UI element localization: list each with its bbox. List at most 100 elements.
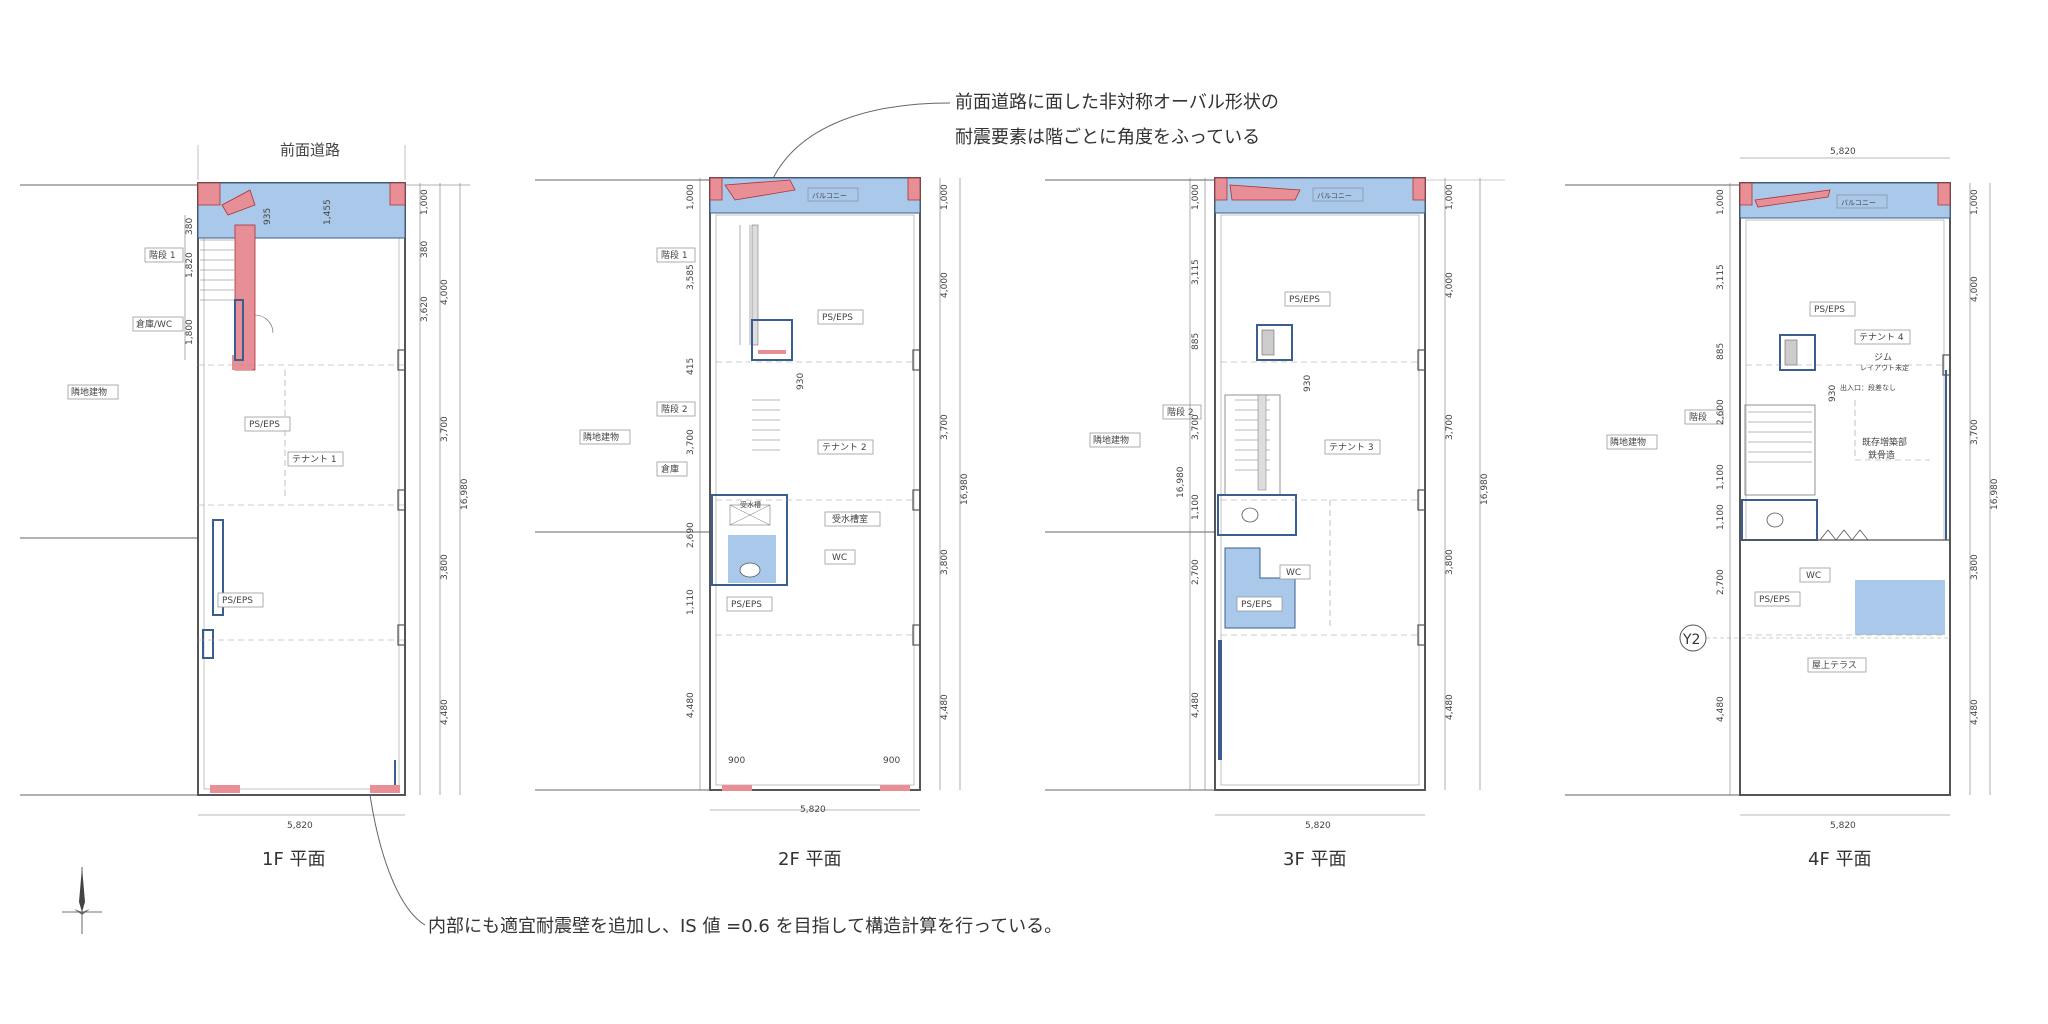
dim-3f-r1: 4,000 xyxy=(1445,272,1455,298)
dim-2f-r0: 1,000 xyxy=(940,184,950,210)
bottom-leader-line xyxy=(369,794,426,926)
dim-3f-r3: 3,800 xyxy=(1445,549,1455,575)
dim-2f-e1: 900 xyxy=(728,756,745,766)
balcony-2f: バルコニー xyxy=(812,192,847,200)
label-4f-existing-ext: 既存増築部 xyxy=(1862,436,1907,448)
label-4f-tenant4: テナント 4 xyxy=(1859,332,1904,343)
label-2f-stair1: 階段 1 xyxy=(661,249,688,261)
dim-2f-total: 16,980 xyxy=(960,473,970,505)
dim-2f-l6: 4,480 xyxy=(686,692,696,718)
balcony-4f: バルコニー xyxy=(1841,199,1876,207)
label-1f-neighbor: 隣地建物 xyxy=(71,386,107,398)
label-4f-neighbor: 隣地建物 xyxy=(1610,436,1646,448)
label-2f-wc: WC xyxy=(832,553,847,563)
dim-3f-l0: 1,000 xyxy=(1191,184,1201,210)
label-3f-stair2: 階段 2 xyxy=(1167,406,1194,418)
dim-4f-e0: 930 xyxy=(1828,385,1838,402)
dim-4f-l1: 3,115 xyxy=(1716,264,1726,290)
label-2f-storage: 倉庫 xyxy=(661,463,679,475)
label-2f-tank-room: 受水槽室 xyxy=(832,513,868,525)
label-4f-layout-tbd: レイアウト未定 xyxy=(1860,363,1909,372)
dim-3f-r0: 1,000 xyxy=(1445,184,1455,210)
dim-4f-l6: 2,700 xyxy=(1716,569,1726,595)
dim-2f-l0: 1,000 xyxy=(686,184,696,210)
bottom-annotation: 内部にも適宜耐震壁を追加し、IS 値 =0.6 を目指して構造計算を行っている。 xyxy=(369,794,1062,937)
dim-1f-r4: 3,700 xyxy=(440,416,450,442)
balcony-3f: バルコニー xyxy=(1317,192,1352,200)
label-2f-tenant2: テナント 2 xyxy=(822,442,867,453)
dim-1f-width: 5,820 xyxy=(287,821,313,831)
dim-2f-l2: 415 xyxy=(686,358,696,375)
plan-1f: 前面道路 xyxy=(20,141,470,870)
dim-4f-r0: 1,000 xyxy=(1970,189,1980,215)
dim-4f-r4: 4,480 xyxy=(1970,699,1980,725)
label-3f-tenant3: テナント 3 xyxy=(1329,442,1374,453)
label-2f-neighbor: 隣地建物 xyxy=(583,431,619,443)
grid-marker-y2-text: Y2 xyxy=(1682,632,1700,648)
label-2f-stair2: 階段 2 xyxy=(661,403,688,415)
dim-4f-r3: 3,800 xyxy=(1970,554,1980,580)
dim-4f-l5: 1,100 xyxy=(1716,504,1726,530)
plan-3f: バルコニー PS/EPS 階段 xyxy=(1045,177,1505,870)
dim-3f-total: 16,980 xyxy=(1480,473,1490,505)
label-3f-ps-eps-1: PS/EPS xyxy=(1289,295,1320,305)
north-arrow-icon xyxy=(62,867,102,934)
dim-3f-l1: 3,115 xyxy=(1191,259,1201,285)
dim-1f-t0: 935 xyxy=(263,208,273,225)
dim-3f-width: 5,820 xyxy=(1305,821,1331,831)
label-3f-neighbor: 隣地建物 xyxy=(1093,434,1129,446)
plan-title-2f: 2F 平面 xyxy=(778,849,842,870)
label-4f-entrance: 出入口：段差なし xyxy=(1840,383,1896,392)
label-4f-stair: 階段 xyxy=(1689,411,1707,423)
label-4f-gym: ジム xyxy=(1874,352,1892,363)
dim-1f-r1: 380 xyxy=(420,241,430,258)
road-label-1f: 前面道路 xyxy=(280,141,340,159)
dim-2f-e2: 900 xyxy=(883,756,900,766)
label-1f-ps-eps-1: PS/EPS xyxy=(249,420,280,430)
dim-4f-l0: 1,000 xyxy=(1716,189,1726,215)
dim-2f-r4: 4,480 xyxy=(940,694,950,720)
dim-4f-total: 16,980 xyxy=(1990,478,2000,510)
dim-3f-r4: 4,480 xyxy=(1445,694,1455,720)
plan-title-1f: 1F 平面 xyxy=(262,849,326,870)
dim-3f-l2: 885 xyxy=(1191,333,1201,350)
dim-1f-r6: 4,480 xyxy=(440,699,450,725)
label-2f-tank: 受水槽 xyxy=(740,500,761,509)
dim-1f-r5: 3,800 xyxy=(440,554,450,580)
label-4f-ps-eps-2: PS/EPS xyxy=(1759,595,1790,605)
dim-4f-top-width: 5,820 xyxy=(1830,147,1856,157)
dim-3f-l6: 4,480 xyxy=(1191,692,1201,718)
dim-4f-r1: 4,000 xyxy=(1970,276,1980,302)
plan-title-3f: 3F 平面 xyxy=(1283,849,1347,870)
dim-1f-r2: 4,000 xyxy=(440,279,450,305)
top-annotation-line2: 耐震要素は階ごとに角度をふっている xyxy=(955,127,1260,148)
label-4f-steel: 鉄骨造 xyxy=(1868,449,1895,461)
dim-1f-r3: 3,620 xyxy=(420,296,430,322)
dim-3f-e0: 930 xyxy=(1303,375,1313,392)
dim-3f-l5: 2,700 xyxy=(1191,559,1201,585)
dim-2f-l1: 3,585 xyxy=(686,264,696,290)
dim-2f-l5: 1,110 xyxy=(686,589,696,615)
label-2f-ps-eps-2: PS/EPS xyxy=(731,600,762,610)
dim-2f-l4: 2,690 xyxy=(686,522,696,548)
dim-4f-width: 5,820 xyxy=(1830,821,1856,831)
label-4f-roof-terrace: 屋上テラス xyxy=(1812,660,1857,671)
bottom-annotation-text: 内部にも適宜耐震壁を追加し、IS 値 =0.6 を目指して構造計算を行っている。 xyxy=(428,916,1062,937)
dim-3f-l4: 1,100 xyxy=(1191,494,1201,520)
dim-4f-l3: 2,600 xyxy=(1716,399,1726,425)
dim-2f-l3: 3,700 xyxy=(686,429,696,455)
dim-1f-r0: 1,000 xyxy=(420,189,430,215)
dim-1f-l0: 380 xyxy=(185,218,195,235)
label-4f-ps-eps-1: PS/EPS xyxy=(1814,305,1845,315)
dim-4f-l2: 885 xyxy=(1716,343,1726,360)
dim-4f-l7: 4,480 xyxy=(1716,696,1726,722)
dim-4f-r2: 3,700 xyxy=(1970,419,1980,445)
dim-4f-l4: 1,100 xyxy=(1716,464,1726,490)
label-1f-storage-wc: 倉庫/WC xyxy=(136,318,172,330)
dim-2f-e0: 930 xyxy=(796,373,806,390)
dim-1f-total: 16,980 xyxy=(460,478,470,510)
label-1f-tenant1: テナント 1 xyxy=(292,454,337,465)
top-annotation-line1: 前面道路に面した非対称オーバル形状の xyxy=(955,92,1279,113)
label-3f-wc: WC xyxy=(1286,568,1301,578)
